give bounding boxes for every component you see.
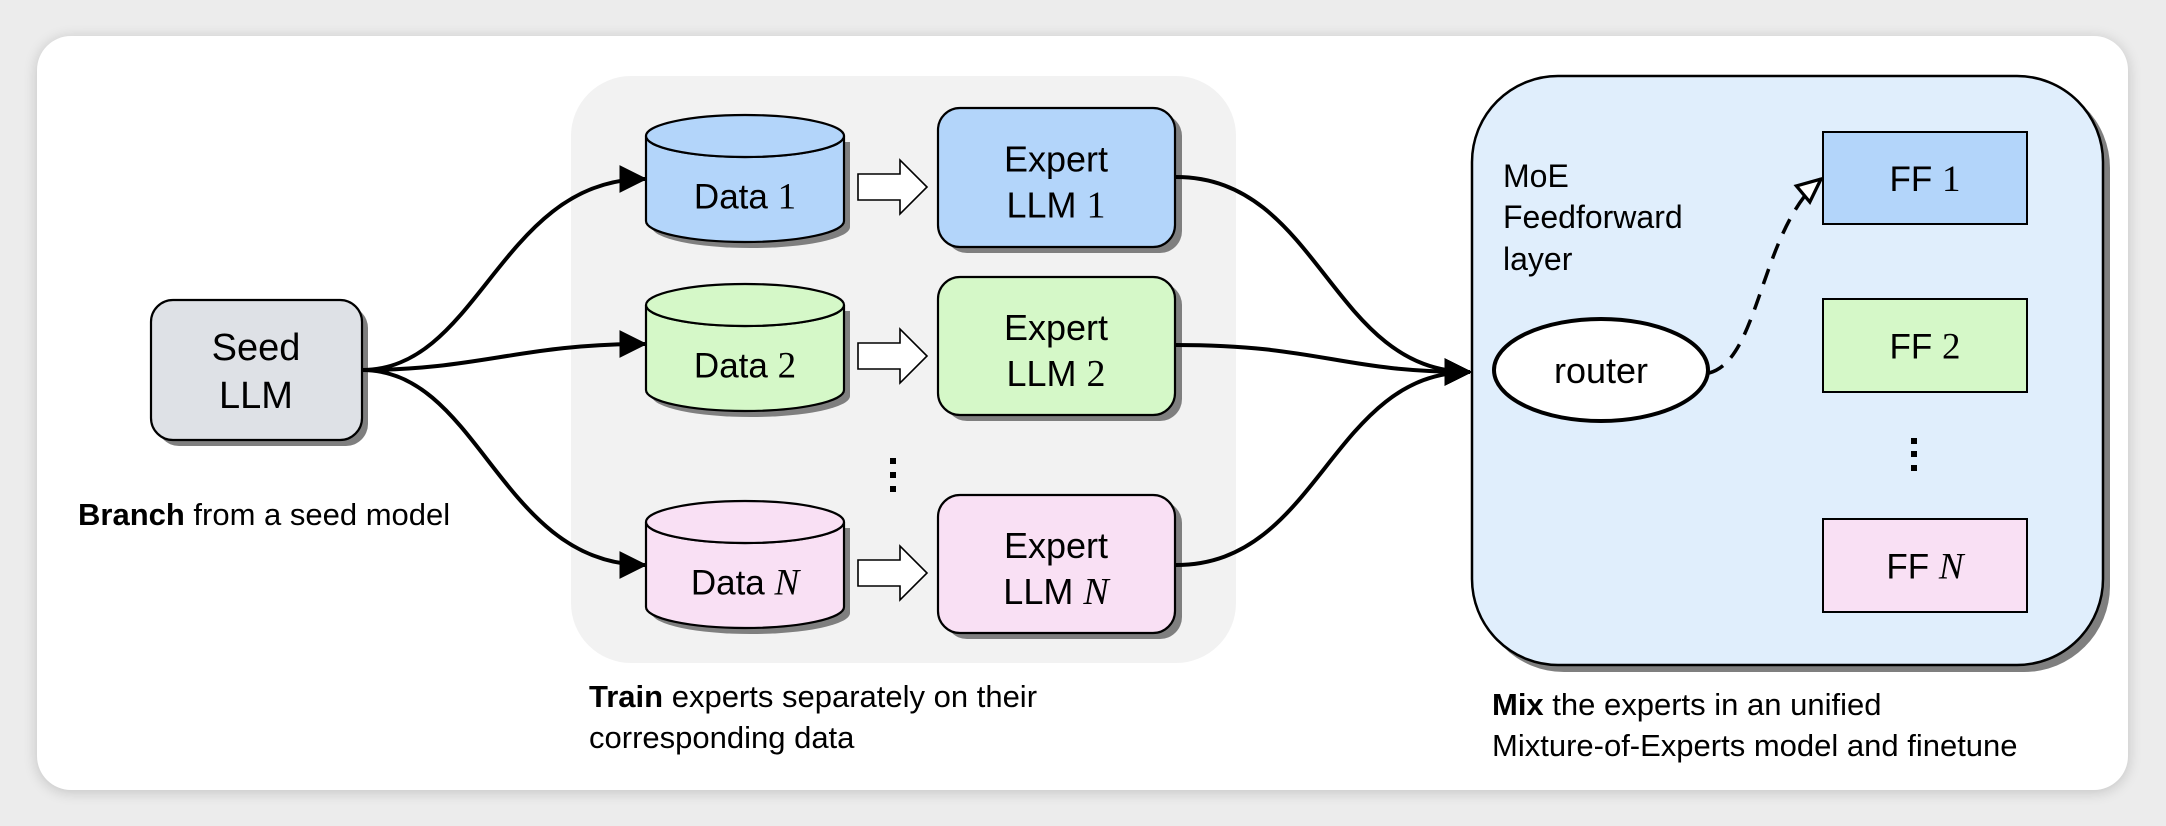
train-caption-line2: corresponding data — [589, 720, 855, 755]
ff-label-n-index: N — [1938, 547, 1966, 588]
data-label-2-prefix: Data — [694, 347, 778, 386]
moe-label-line2: Feedforward — [1503, 199, 1683, 235]
train-ellipsis-icon — [890, 458, 896, 492]
expert-label-line2-2-prefix: LLM — [1006, 353, 1086, 394]
router-node: router — [1492, 317, 1710, 423]
ff-box-1: FF 1 — [1822, 131, 2028, 225]
router-label: router — [1554, 350, 1648, 391]
expert-label-line2-n: LLM N — [1003, 571, 1111, 613]
ff-box-n: FF N — [1822, 518, 2028, 613]
train-arrow-1 — [857, 158, 929, 216]
expert-label-line2-1-index: 1 — [1087, 185, 1106, 227]
mix-caption-bold: Mix — [1492, 687, 1544, 722]
ff-ellipsis-icon — [1911, 438, 1917, 471]
ff-label-1: FF 1 — [1890, 159, 1961, 200]
train-arrow-2 — [857, 327, 929, 385]
mix-caption-line2: Mixture-of-Experts model and finetune — [1492, 728, 2018, 763]
ff-label-1-index: 1 — [1942, 159, 1961, 200]
branch-caption: Branch from a seed model — [78, 494, 450, 535]
ff-label-n: FF N — [1886, 547, 1965, 588]
seed-label-line1: Seed — [212, 327, 301, 369]
data-label-2: Data 2 — [694, 346, 796, 387]
expert-label-line2-2: LLM 2 — [1006, 353, 1105, 395]
ff-label-2: FF 2 — [1890, 327, 1961, 368]
expert-label-line1-1: Expert — [1004, 139, 1108, 180]
merge-edge-2 — [1175, 343, 1473, 386]
branch-edge-n — [361, 368, 648, 579]
branch-caption-bold: Branch — [78, 497, 185, 532]
branch-edge-2 — [361, 330, 648, 372]
expert-label-line2-n-index: N — [1082, 571, 1111, 613]
mix-caption: Mix the experts in an unified Mixture-of… — [1492, 684, 2018, 766]
seed-llm-box: Seed LLM — [149, 298, 368, 446]
train-caption-bold: Train — [589, 679, 664, 714]
ff-label-n-prefix: FF — [1886, 548, 1938, 587]
train-arrow-n — [857, 544, 929, 602]
routing-edge-dashed — [1708, 179, 1821, 375]
ff-label-2-index: 2 — [1942, 327, 1961, 368]
branch-caption-rest: from a seed model — [184, 497, 451, 532]
train-caption-rest: experts separately on their — [663, 679, 1038, 714]
data-label-1-prefix: Data — [694, 178, 778, 217]
expert-label-line2-n-prefix: LLM — [1003, 571, 1083, 612]
moe-label-line1: MoE — [1503, 158, 1569, 194]
branch-edge-1 — [361, 165, 648, 372]
merge-edge-n — [1175, 358, 1473, 567]
expert-label-line1-n: Expert — [1004, 525, 1108, 566]
data-label-1-index: 1 — [778, 177, 797, 218]
mix-caption-rest: the experts in an unified — [1543, 687, 1882, 722]
moe-label-line3: layer — [1503, 241, 1573, 277]
merge-edge-1 — [1175, 175, 1473, 386]
expert-label-line2-2-index: 2 — [1087, 353, 1106, 395]
data-label-n: Data N — [691, 563, 802, 604]
data-cylinder-2: Data 2 — [644, 282, 850, 417]
data-label-n-prefix: Data — [691, 564, 775, 603]
seed-label-line2: LLM — [219, 375, 293, 417]
ff-box-2: FF 2 — [1822, 298, 2028, 393]
expert-label-line1-2: Expert — [1004, 307, 1108, 348]
data-label-n-index: N — [773, 563, 801, 604]
ff-label-1-prefix: FF — [1890, 160, 1942, 199]
data-cylinder-1: Data 1 — [644, 113, 850, 248]
data-cylinder-n: Data N — [644, 499, 850, 634]
data-label-2-index: 2 — [778, 346, 797, 387]
data-label-1: Data 1 — [694, 177, 796, 218]
train-caption: Train experts separately on their corres… — [589, 676, 1037, 758]
expert-label-line2-1-prefix: LLM — [1006, 185, 1086, 226]
expert-label-line2-1: LLM 1 — [1006, 185, 1105, 227]
ff-label-2-prefix: FF — [1890, 328, 1942, 367]
